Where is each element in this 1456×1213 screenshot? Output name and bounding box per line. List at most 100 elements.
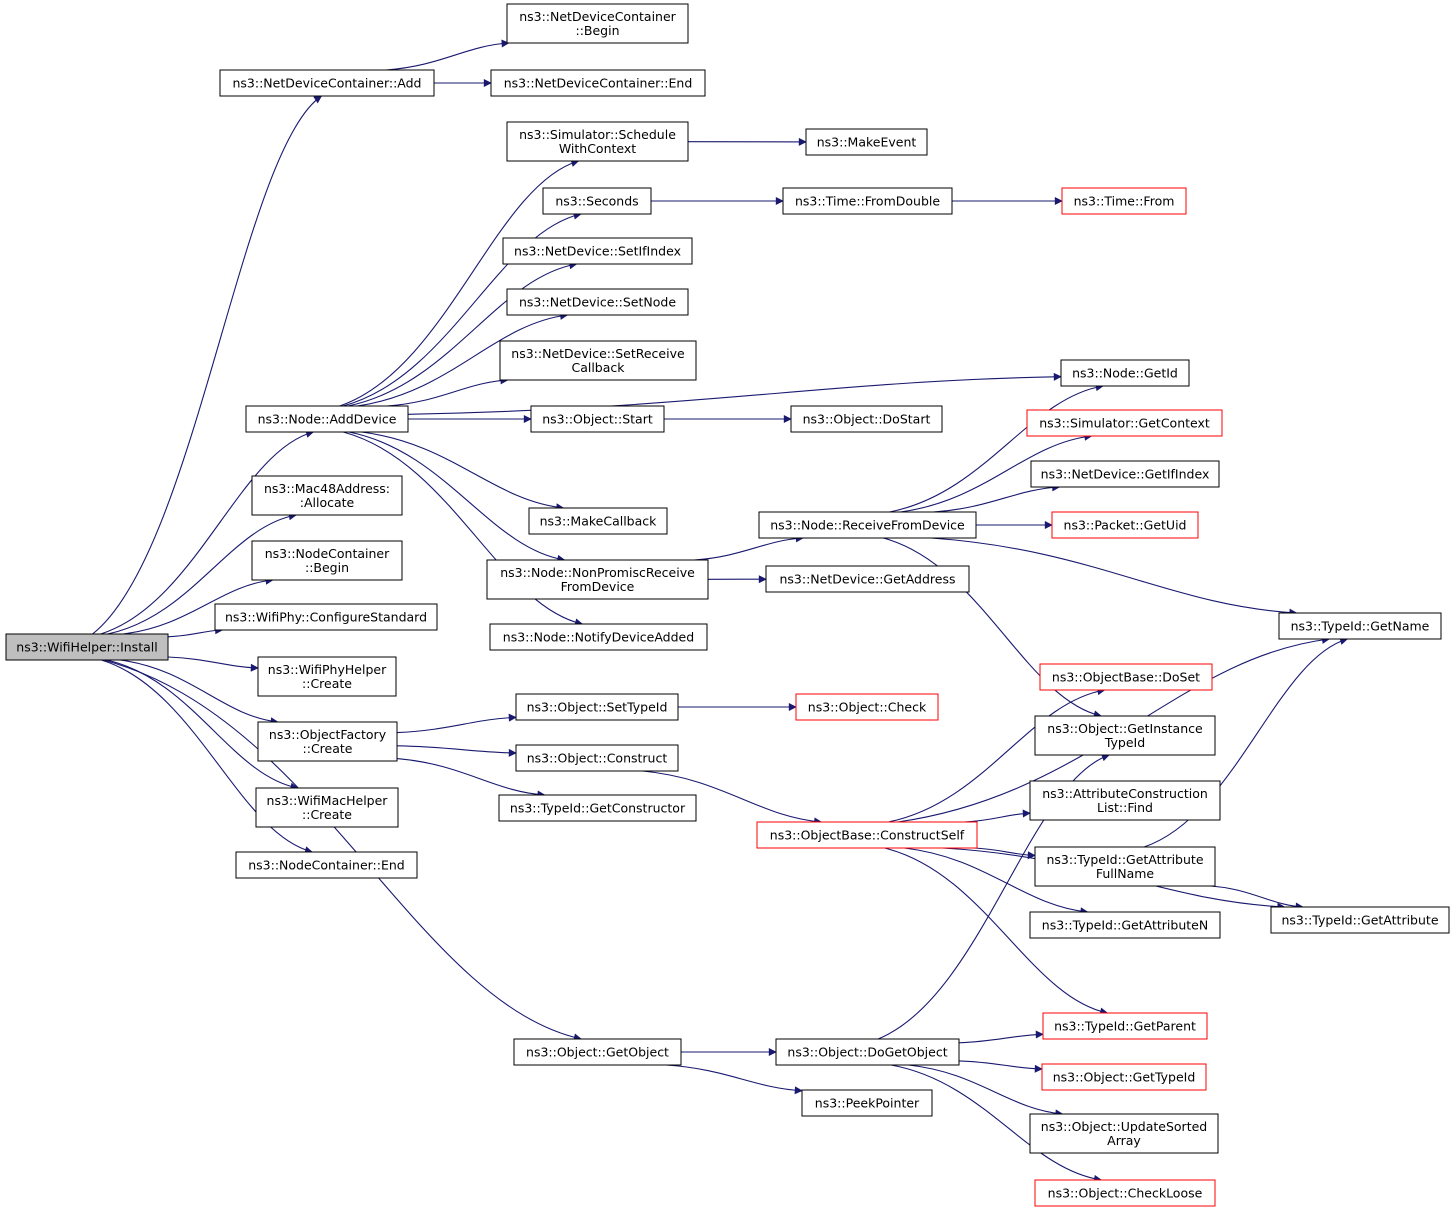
node-nc-end[interactable]: ns3::NodeContainer::End <box>235 851 418 879</box>
node-sim-getcontext[interactable]: ns3::Simulator::GetContext <box>1026 409 1223 437</box>
node-nc-begin[interactable]: ns3::NodeContainer::Begin <box>251 540 403 581</box>
node-nd-setifindex[interactable]: ns3::NetDevice::SetIfIndex <box>502 237 693 265</box>
node-box <box>251 475 403 516</box>
node-mac48-allocate[interactable]: ns3::Mac48Address::Allocate <box>251 475 403 516</box>
node-typeid-getattribute[interactable]: ns3::TypeId::GetAttribute <box>1270 906 1450 934</box>
node-label: ns3::ObjectBase::DoSet <box>1052 670 1200 685</box>
node-time-from[interactable]: ns3::Time::From <box>1061 187 1187 215</box>
node-node-adddevice[interactable]: ns3::Node::AddDevice <box>245 405 409 433</box>
node-box <box>489 623 708 651</box>
node-box <box>795 693 939 721</box>
node-box <box>251 540 403 581</box>
node-object-start[interactable]: ns3::Object::Start <box>530 405 665 433</box>
node-box <box>801 1089 933 1117</box>
node-objectbase-doset[interactable]: ns3::ObjectBase::DoSet <box>1039 663 1213 691</box>
node-label: ns3::ObjectFactory <box>269 727 387 742</box>
node-label: ns3::Mac48Address: <box>264 481 390 496</box>
node-node-getid[interactable]: ns3::Node::GetId <box>1060 359 1190 387</box>
node-label: ns3::Object::Check <box>808 700 927 715</box>
edge-node_adddevice-to-node_notifydeviceadded <box>343 431 584 627</box>
node-time-fromdouble[interactable]: ns3::Time::FromDouble <box>782 187 953 215</box>
node-typeid-getconstructor[interactable]: ns3::TypeId::GetConstructor <box>498 794 697 822</box>
node-label: ns3::MakeEvent <box>817 135 917 150</box>
node-ndc-add[interactable]: ns3::NetDeviceContainer::Add <box>219 69 435 97</box>
node-makeevent[interactable]: ns3::MakeEvent <box>805 128 928 156</box>
node-label: ns3::TypeId::GetParent <box>1054 1019 1196 1034</box>
node-label: FromDevice <box>561 579 635 594</box>
node-wifiphy-configurestandard[interactable]: ns3::WifiPhy::ConfigureStandard <box>214 603 438 631</box>
edge-node_receivefromdevice-to-typeid_getname <box>930 537 1298 617</box>
node-label: ::Create <box>302 676 352 691</box>
edge-objectbase_constructself-to-typeid_getattributefullname <box>973 847 1036 860</box>
node-label: ns3::Seconds <box>555 194 638 209</box>
node-object-gettypeid[interactable]: ns3::Object::GetTypeId <box>1041 1063 1207 1091</box>
node-nd-getifindex[interactable]: ns3::NetDevice::GetIfIndex <box>1030 460 1220 488</box>
edge-objectfactory_create-to-object_settypeid <box>396 713 517 734</box>
node-label: ns3::NodeContainer::End <box>248 858 404 873</box>
node-label: ns3::Object::DoGetObject <box>787 1045 947 1060</box>
node-nd-getaddress[interactable]: ns3::NetDevice::GetAddress <box>765 565 970 593</box>
node-label: ns3::Object::SetTypeId <box>527 700 668 715</box>
node-objectfactory-create[interactable]: ns3::ObjectFactory::Create <box>257 721 398 762</box>
node-box <box>1034 1179 1216 1207</box>
node-peekpointer[interactable]: ns3::PeekPointer <box>801 1089 933 1117</box>
node-wifiphyhelper-create[interactable]: ns3::WifiPhyHelper::Create <box>257 656 397 697</box>
node-typeid-getattributen[interactable]: ns3::TypeId::GetAttributeN <box>1029 911 1221 939</box>
node-objectbase-constructself[interactable]: ns3::ObjectBase::ConstructSelf <box>756 821 978 849</box>
node-box <box>513 1038 682 1066</box>
node-label: ns3::MakeCallback <box>540 514 658 529</box>
node-object-getobject[interactable]: ns3::Object::GetObject <box>513 1038 682 1066</box>
node-box <box>486 559 709 600</box>
node-object-dostart[interactable]: ns3::Object::DoStart <box>790 405 943 433</box>
edge-objectbase_constructself-to-typeid_getparent <box>884 847 1109 1016</box>
node-label: ns3::TypeId::GetConstructor <box>510 801 686 816</box>
edge-object_dogetobject-to-object_gettypeid <box>958 1060 1043 1073</box>
node-node-receivefromdevice[interactable]: ns3::Node::ReceiveFromDevice <box>758 511 977 539</box>
node-box <box>530 405 665 433</box>
node-object-dogetobject[interactable]: ns3::Object::DoGetObject <box>775 1038 960 1066</box>
node-seconds[interactable]: ns3::Seconds <box>542 187 652 215</box>
node-label: ns3::Time::FromDouble <box>795 194 940 209</box>
node-label: ns3::TypeId::GetAttributeN <box>1042 918 1208 933</box>
node-nd-setnode[interactable]: ns3::NetDevice::SetNode <box>506 288 689 316</box>
node-ndc-begin[interactable]: ns3::NetDeviceContainer::Begin <box>506 3 689 44</box>
node-ndc-end[interactable]: ns3::NetDeviceContainer::End <box>490 69 706 97</box>
node-label: ns3::WifiPhy::ConfigureStandard <box>225 610 427 625</box>
node-object-checkloose[interactable]: ns3::Object::CheckLoose <box>1034 1179 1216 1207</box>
node-box <box>1034 715 1216 756</box>
node-box <box>506 288 689 316</box>
node-box <box>490 69 706 97</box>
node-box <box>257 721 398 762</box>
edge-wifihelper_install-to-object_getobject <box>103 659 582 1042</box>
node-object-construct[interactable]: ns3::Object::Construct <box>515 744 679 772</box>
node-packet-getuid[interactable]: ns3::Packet::GetUid <box>1051 511 1199 539</box>
node-object-check[interactable]: ns3::Object::Check <box>795 693 939 721</box>
node-typeid-getparent[interactable]: ns3::TypeId::GetParent <box>1042 1012 1208 1040</box>
node-object-settypeid[interactable]: ns3::Object::SetTypeId <box>515 693 679 721</box>
edge-object_construct-to-objectbase_constructself <box>642 770 823 826</box>
node-wifimachelper-create[interactable]: ns3::WifiMacHelper::Create <box>255 787 399 828</box>
node-makecallback[interactable]: ns3::MakeCallback <box>528 507 668 535</box>
node-box <box>758 511 977 539</box>
edge-ndc_add-to-ndc_begin <box>386 39 510 71</box>
edge-wifihelper_install-to-wifiphy_configurestandard <box>167 626 224 638</box>
node-node-notifydeviceadded[interactable]: ns3::Node::NotifyDeviceAdded <box>489 623 708 651</box>
node-box <box>245 405 409 433</box>
edge-node_adddevice-to-nd_setnode <box>357 311 569 407</box>
node-label: ns3::Object::Construct <box>527 751 668 766</box>
node-box <box>756 821 978 849</box>
node-typeid-getname[interactable]: ns3::TypeId::GetName <box>1278 612 1442 640</box>
node-label: ns3::Simulator::GetContext <box>1039 416 1210 431</box>
node-label: ns3::Time::From <box>1074 194 1175 209</box>
node-label: ns3::NetDeviceContainer <box>519 9 676 24</box>
node-wifihelper-install[interactable]: ns3::WifiHelper::Install <box>5 633 169 661</box>
node-label: ns3::NetDevice::SetIfIndex <box>514 244 681 259</box>
node-label: ::Begin <box>575 23 619 38</box>
